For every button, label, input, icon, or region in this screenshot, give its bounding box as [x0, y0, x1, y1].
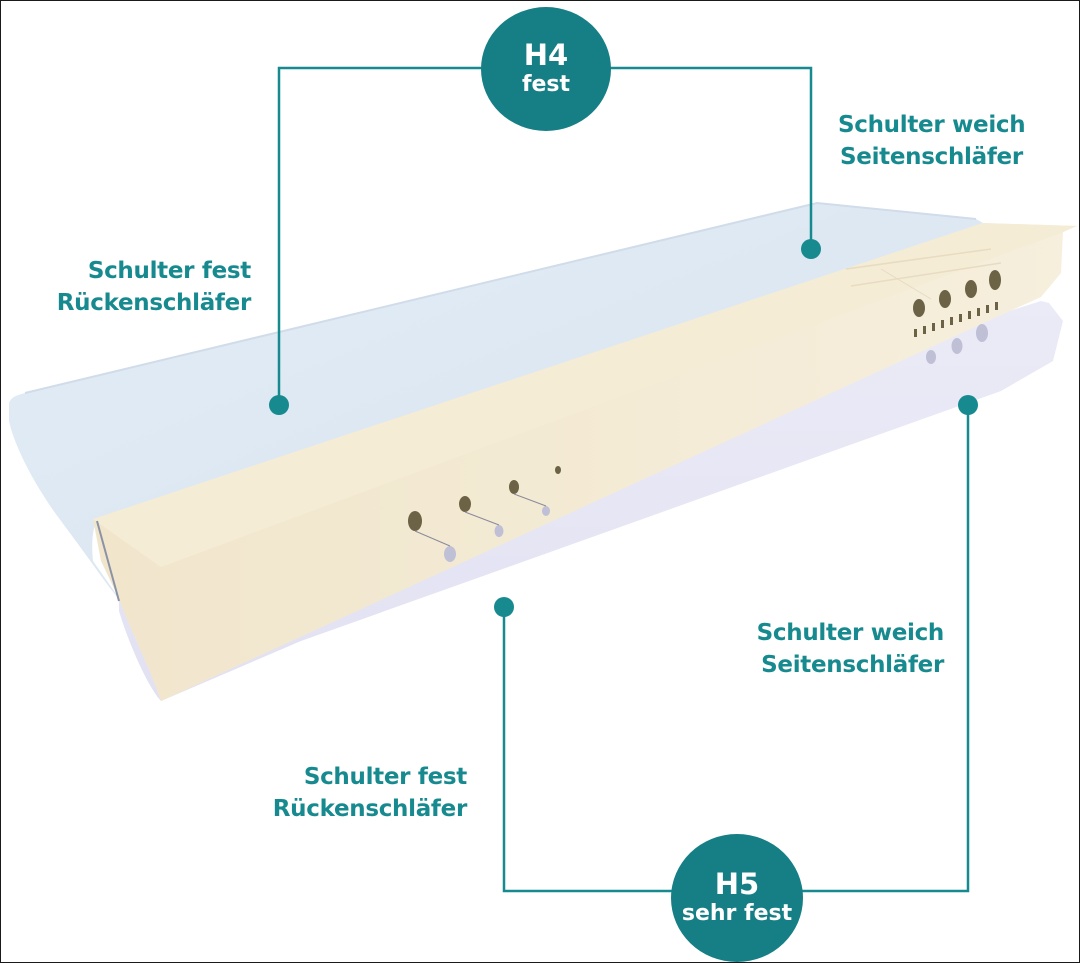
- ventilation-holes-base-front: [444, 506, 550, 562]
- callout-top-left: Schulter fest Rückenschläfer: [56, 255, 252, 319]
- badge-description: fest: [521, 72, 571, 97]
- callout-line1: Schulter fest: [87, 258, 251, 284]
- callout-dots: [269, 239, 978, 617]
- callout-top-right: Schulter weich Seitenschläfer: [838, 109, 1026, 173]
- callout-line2: Rückenschläfer: [272, 796, 468, 822]
- badge-grade: H4: [523, 38, 569, 72]
- callout-line2: Seitenschläfer: [761, 652, 944, 678]
- ventilation-holes-back: [913, 270, 1001, 317]
- callout-bottom-right: Schulter weich Seitenschläfer: [756, 617, 945, 681]
- callout-bottom-left: Schulter fest Rückenschläfer: [272, 761, 468, 825]
- ventilation-holes-base-back: [926, 324, 988, 364]
- hardness-badge-h5: H5 sehr fest: [671, 834, 803, 962]
- ventilation-holes-front: [408, 466, 561, 531]
- callout-lines: [277, 66, 970, 893]
- callout-line1: Schulter weich: [756, 620, 945, 646]
- ventilation-slits: [914, 302, 998, 337]
- badge-description: sehr fest: [681, 901, 793, 926]
- callout-line1: Schulter weich: [838, 112, 1026, 138]
- callout-line1: Schulter fest: [303, 764, 467, 790]
- callout-line2: Seitenschläfer: [840, 144, 1023, 170]
- badge-grade: H5: [714, 867, 760, 901]
- mattress-core-foam-side: [93, 223, 1077, 701]
- mattress-top-cover: [9, 203, 983, 601]
- hardness-badge-h4: H4 fest: [481, 7, 611, 131]
- callout-line2: Rückenschläfer: [56, 290, 252, 316]
